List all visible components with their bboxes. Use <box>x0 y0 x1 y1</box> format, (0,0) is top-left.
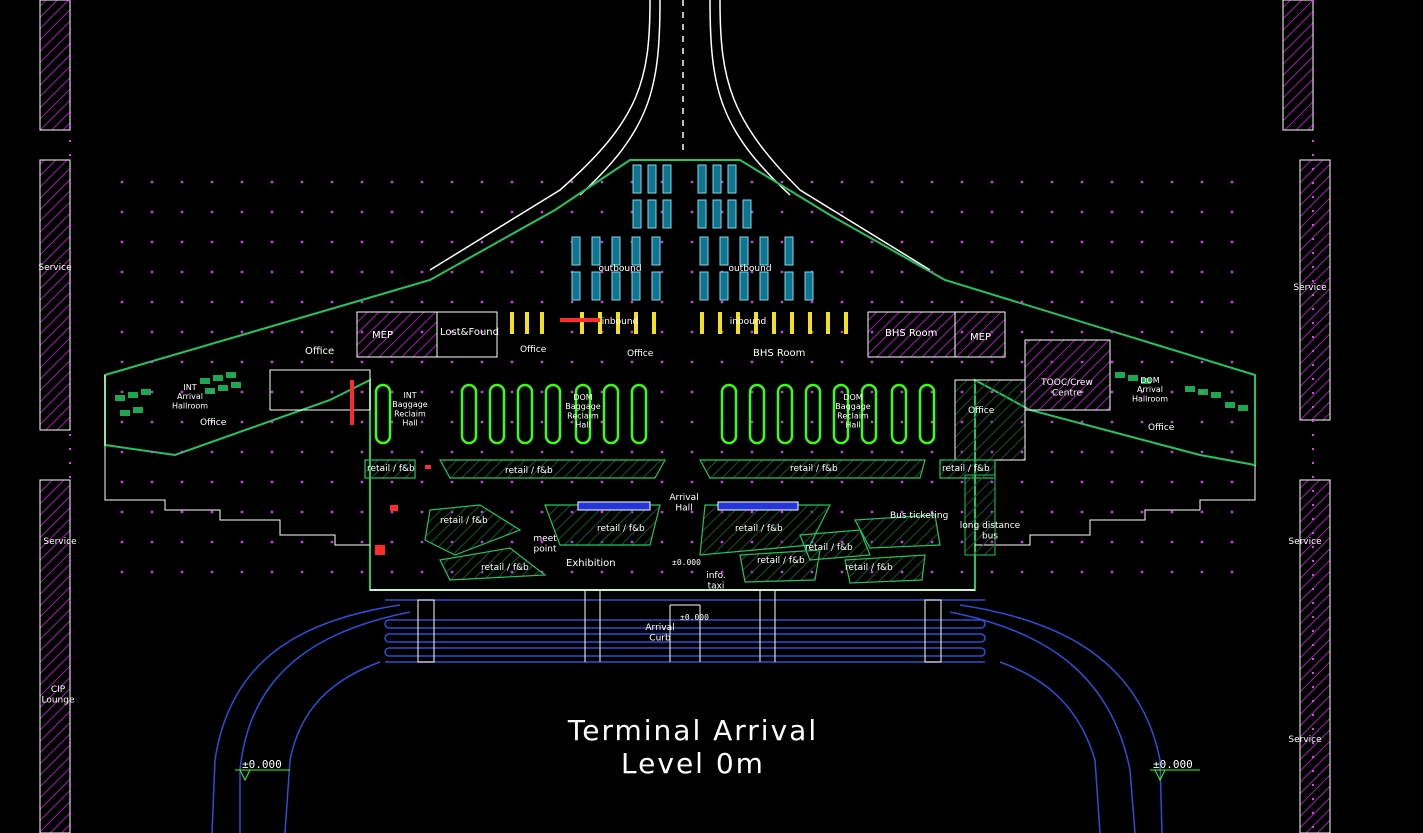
label-retail-3: retail / f&b <box>790 464 838 474</box>
title-line-1: Terminal Arrival <box>567 714 818 747</box>
label-office-right: Office <box>1148 423 1175 433</box>
outbound-seating <box>571 164 814 301</box>
label-level-right: ±0.000 <box>1153 758 1193 771</box>
red-accents <box>350 380 431 555</box>
label-retail-8: retail / f&b <box>757 556 805 566</box>
label-lost-found: Lost&Found <box>440 327 499 338</box>
title-line-2: Level 0m <box>621 747 765 780</box>
label-level-center: ±0.000 <box>672 558 701 567</box>
label-retail-6: retail / f&b <box>597 524 645 534</box>
vip-seating-right <box>1115 372 1248 411</box>
info-counters <box>577 501 799 511</box>
label-retail-4: retail / f&b <box>942 464 990 474</box>
label-inbound-right: inbound <box>730 317 767 327</box>
label-retail-7: retail / f&b <box>735 524 783 534</box>
label-office-center2: Office <box>627 349 654 359</box>
label-retail-5: retail / f&b <box>440 516 488 526</box>
label-service-left-mid: Service <box>43 537 77 547</box>
label-info-taxi: info.taxi <box>706 571 726 591</box>
retail-zones <box>364 459 996 584</box>
label-bus-ticketing: Bus ticketing <box>890 511 948 521</box>
label-level-curb: ±0.000 <box>680 613 709 622</box>
label-office-left: Office <box>200 418 227 428</box>
arrival-roadway <box>211 589 1163 833</box>
pedestrian-crossings <box>417 590 942 663</box>
label-service-right-low: Service <box>1288 735 1322 745</box>
label-service-right-top: Service <box>1293 283 1327 293</box>
label-office-center: Office <box>520 345 547 355</box>
room-labels: Service Service Service Service Service … <box>38 263 1327 771</box>
service-corridor-right <box>1282 0 1331 833</box>
vip-seating-left <box>115 372 241 416</box>
label-outbound-left: outbound <box>598 264 641 274</box>
label-bhs-room: BHS Room <box>885 328 937 339</box>
label-service-left-top: Service <box>38 263 72 273</box>
label-bhs-room2: BHS Room <box>753 348 805 359</box>
drawing-title: Terminal Arrival Level 0m <box>567 714 818 780</box>
service-rooms <box>269 311 1111 461</box>
label-inbound-left: inbound <box>602 317 639 327</box>
label-retail-2: retail / f&b <box>505 466 553 476</box>
label-retail-10: retail / f&b <box>481 563 529 573</box>
label-mep-left: MEP <box>372 330 393 341</box>
label-office-right2: Office <box>968 406 995 416</box>
label-office-top-left: Office <box>305 346 334 357</box>
baggage-belts <box>374 383 936 445</box>
inbound-counters <box>510 312 848 334</box>
service-corridor-left <box>39 0 71 833</box>
label-mep-right: MEP <box>970 332 991 343</box>
label-retail-1: retail / f&b <box>367 464 415 474</box>
label-retail-9: retail / f&b <box>805 543 853 553</box>
label-service-right-mid: Service <box>1288 537 1322 547</box>
label-exhibition: Exhibition <box>566 558 616 569</box>
label-outbound-right: outbound <box>728 264 771 274</box>
bus-area-right <box>964 474 996 556</box>
label-retail-11: retail / f&b <box>845 563 893 573</box>
level-markers <box>235 769 1200 782</box>
label-level-left: ±0.000 <box>242 758 282 771</box>
